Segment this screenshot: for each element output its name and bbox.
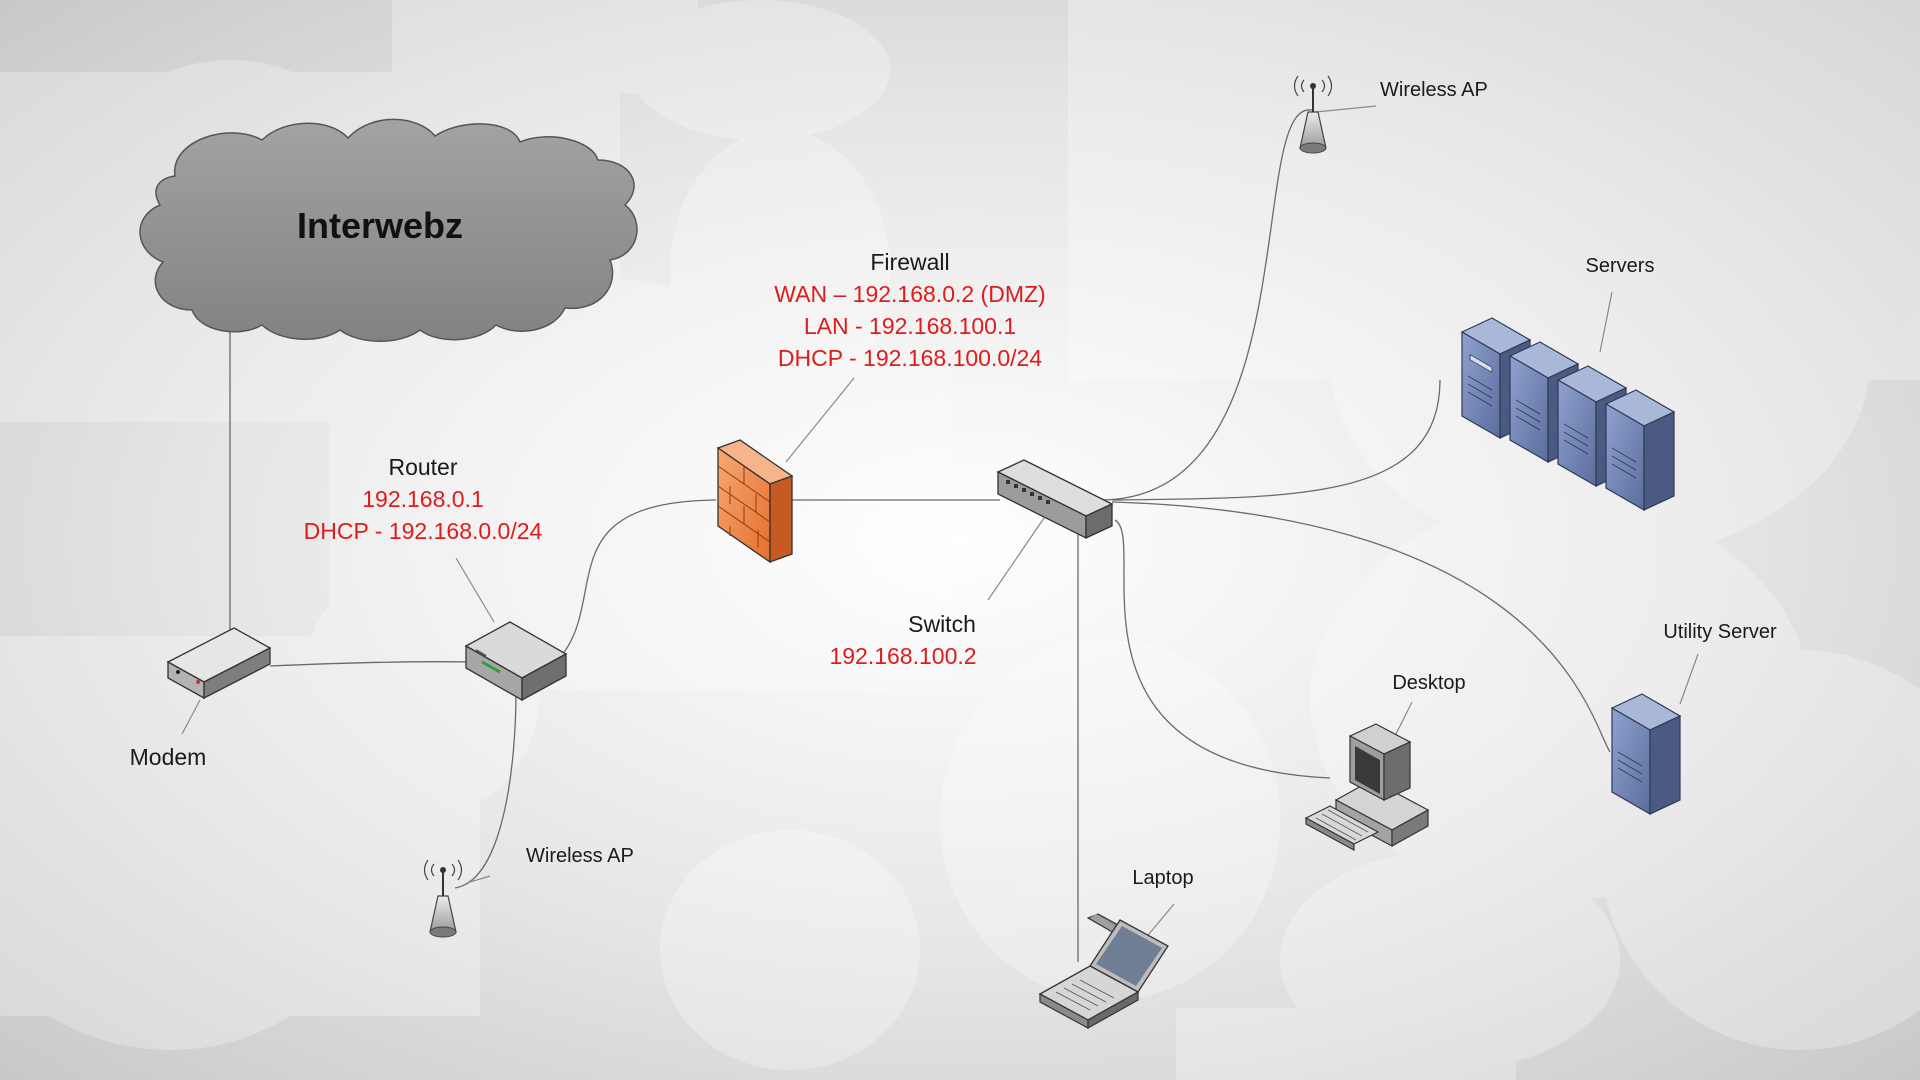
- link-router-firewall: [557, 499, 717, 661]
- wireless-ap-top-device: [1293, 75, 1333, 154]
- wireless-ap-bottom-device: [423, 859, 463, 938]
- laptop-device: [1038, 913, 1169, 1030]
- firewall-wan: WAN – 192.168.0.2 (DMZ): [774, 281, 1046, 307]
- link-switch-utility: [1111, 501, 1611, 753]
- link-router-wireless-ap-bottom: [454, 691, 517, 889]
- cloud-label: Interwebz: [297, 205, 464, 246]
- desktop-device: [1304, 723, 1430, 852]
- server-rack-group: [1460, 317, 1676, 512]
- link-switch-wireless-ap-top: [1099, 109, 1313, 501]
- router-name: Router: [388, 454, 458, 480]
- wireless-ap-top-name: Wireless AP: [1380, 79, 1488, 101]
- internet-cloud: [139, 118, 638, 342]
- utility-server-name: Utility Server: [1663, 621, 1777, 643]
- callout-lines: [181, 105, 1699, 941]
- switch-name: Switch: [908, 611, 976, 637]
- firewall-name: Firewall: [870, 249, 950, 275]
- firewall-dhcp: DHCP - 192.168.100.0/24: [777, 345, 1043, 371]
- firewall-device: [716, 439, 794, 564]
- switch-device: [996, 459, 1114, 540]
- router-device: [464, 621, 568, 702]
- servers-name: Servers: [1585, 255, 1655, 277]
- modem-device: [166, 627, 272, 700]
- laptop-name: Laptop: [1132, 867, 1194, 889]
- server-unit: [1604, 389, 1676, 512]
- desktop-name: Desktop: [1392, 672, 1466, 694]
- wireless-ap-bottom-name: Wireless AP: [526, 845, 634, 867]
- link-modem-router: [269, 661, 475, 667]
- switch-ip: 192.168.100.2: [829, 643, 977, 669]
- connections: [229, 109, 1611, 962]
- router-ip: 192.168.0.1: [362, 486, 484, 512]
- firewall-lan: LAN - 192.168.100.1: [803, 313, 1017, 339]
- link-switch-desktop: [1114, 519, 1331, 779]
- link-switch-servers: [1111, 379, 1441, 501]
- modem-name: Modem: [129, 744, 207, 770]
- router-dhcp: DHCP - 192.168.0.0/24: [303, 518, 543, 544]
- utility-server-device: [1610, 693, 1682, 816]
